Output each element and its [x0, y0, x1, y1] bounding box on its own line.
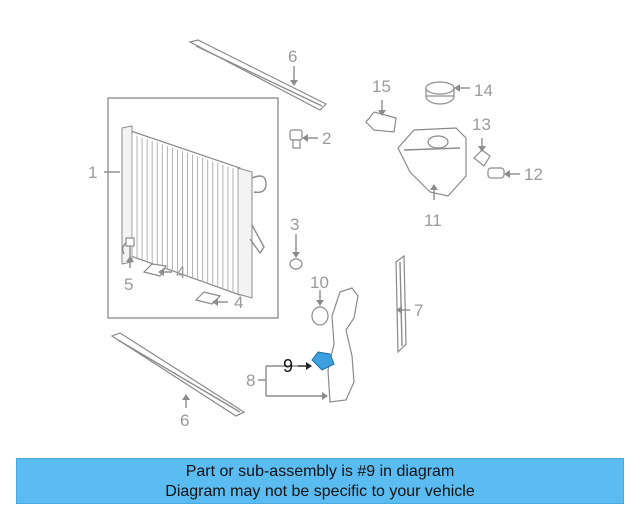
bolt-part-2	[289, 129, 303, 149]
callout-7: 7	[414, 301, 423, 320]
callout-14: 14	[474, 81, 493, 100]
callout-2: 2	[322, 129, 331, 148]
upper-support-bar	[188, 39, 328, 111]
bushing-part-10	[311, 306, 329, 326]
callout-12: 12	[524, 165, 543, 184]
coolant-reservoir	[397, 127, 467, 197]
callout-10: 10	[310, 273, 329, 292]
air-deflector	[327, 287, 359, 403]
lower-support-bar	[110, 332, 246, 417]
callout-8: 8	[246, 371, 255, 390]
radiator-assembly-box	[107, 97, 279, 319]
reservoir-bracket	[365, 111, 397, 133]
callout-4-lower: 4	[234, 293, 243, 312]
info-banner: Part or sub-assembly is #9 in diagram Di…	[16, 458, 624, 504]
banner-line-1: Part or sub-assembly is #9 in diagram	[185, 463, 455, 480]
callout-13: 13	[472, 115, 491, 134]
highlighted-part-9	[311, 351, 335, 371]
hose-fitting	[487, 167, 505, 179]
callout-3: 3	[290, 215, 299, 234]
callout-1: 1	[88, 163, 97, 182]
callout-11: 11	[424, 211, 442, 230]
callout-15: 15	[372, 77, 391, 96]
side-seal-part-7	[395, 254, 407, 354]
banner-line-2: Diagram may not be specific to your vehi…	[165, 483, 475, 500]
callout-4-upper: 4	[176, 263, 185, 282]
callout-5: 5	[124, 275, 133, 294]
callout-6-lower: 6	[180, 411, 189, 430]
arrowheads	[126, 80, 510, 400]
reservoir-sensor	[473, 149, 491, 167]
radiator-core	[121, 125, 267, 299]
callout-9: 9	[283, 356, 293, 376]
reservoir-cap	[425, 81, 455, 105]
grommet-part-3	[289, 258, 303, 270]
callout-6-upper: 6	[288, 47, 297, 66]
